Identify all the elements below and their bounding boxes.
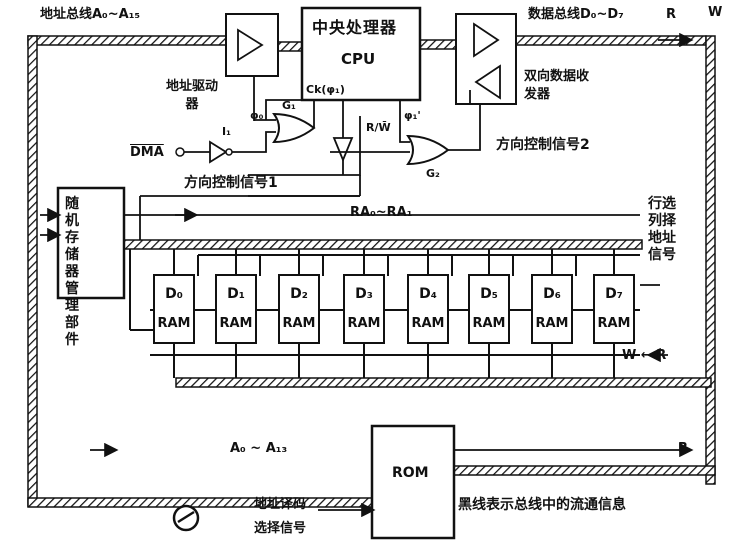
transceiver-reverse-icon xyxy=(474,64,501,100)
data-bus-label: 数据总线D₀~D₇ xyxy=(528,7,624,22)
phi1-prime-label: φ₁' xyxy=(404,109,421,122)
inverter-i1-label: I₁ xyxy=(222,125,231,138)
rw-buffer-icon xyxy=(332,137,354,163)
control-wiring xyxy=(122,76,640,240)
a0-a13-label: A₀ ~ A₁₃ xyxy=(230,441,288,456)
address-decode-label: 地址译码 xyxy=(254,497,307,512)
address-driver-label: 地址驱动器 xyxy=(165,79,218,112)
rom-label: ROM xyxy=(392,465,429,481)
write-read-label: W ← R xyxy=(622,348,667,363)
driver-triangle-icon xyxy=(237,28,264,62)
data-bus xyxy=(175,35,716,485)
inverter-i1-icon xyxy=(209,140,228,164)
gate-g2-icon xyxy=(406,134,450,166)
transceiver-label: 双向数据收发器 xyxy=(524,69,590,102)
dma-input-pin xyxy=(175,147,185,157)
transceiver-box xyxy=(455,13,517,105)
clock-label: Ck(φ₁) xyxy=(306,83,345,96)
rom-box xyxy=(370,424,456,540)
ra-address-label: RA₀~RA₁ xyxy=(350,205,413,220)
direction-control-1-label: 方向控制信号1 xyxy=(184,175,278,191)
read-write-label: R/W̄ xyxy=(366,121,391,134)
select-signal-label: 选择信号 xyxy=(254,521,307,536)
direction-control-2-label: 方向控制信号2 xyxy=(496,137,590,153)
gate-g1-label: G₁ xyxy=(282,99,296,112)
data-bus-write-label: W xyxy=(708,5,723,20)
address-bus-label: 地址总线A₀~A₁₅ xyxy=(40,7,141,22)
transceiver-forward-icon xyxy=(473,22,500,58)
cpu-title: 中央处理器 xyxy=(312,18,398,37)
cpu-subtitle: CPU xyxy=(341,50,376,68)
phi0-label: φ₀ xyxy=(250,109,264,122)
dma-label: DMA xyxy=(130,145,164,160)
memory-manager-box xyxy=(56,186,126,300)
legend-note: 黑线表示总线中的流通信息 xyxy=(458,497,626,513)
memory-manager-label: 随机存储器管理部件 xyxy=(65,196,79,348)
gate-g2-label: G₂ xyxy=(426,167,440,180)
data-bus-read-label: R xyxy=(666,7,677,22)
cpu-box xyxy=(300,6,422,102)
gate-g1-icon xyxy=(272,112,316,144)
rom-read-label: R xyxy=(678,441,689,456)
row-column-select-label: 行选列择地址信号 xyxy=(648,196,676,263)
